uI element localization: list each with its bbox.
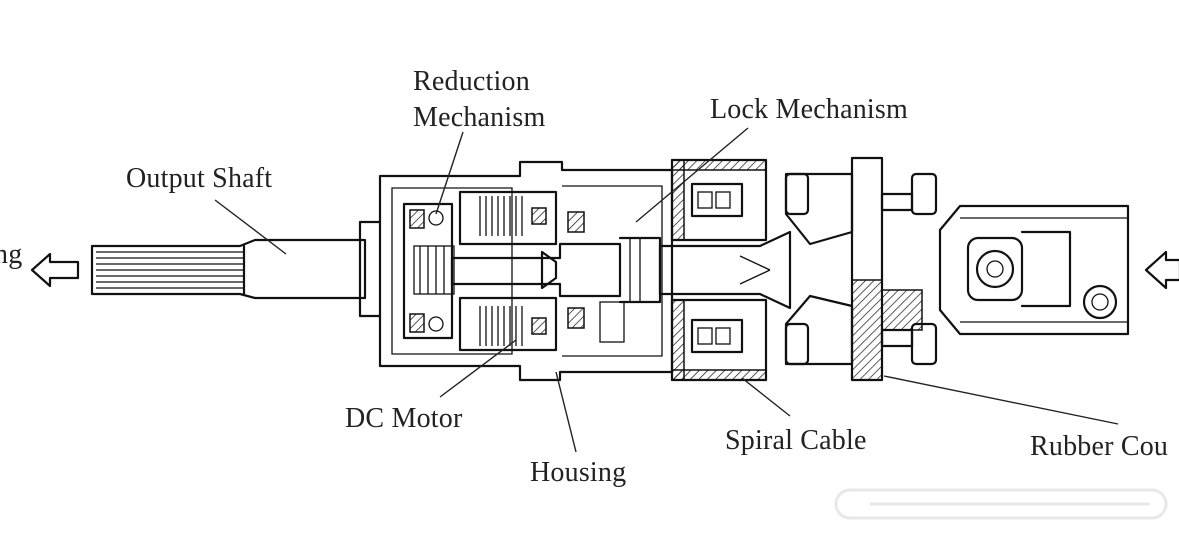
dc-motor-part xyxy=(458,190,558,352)
watermark-logo xyxy=(834,488,1168,520)
universal-joint-part xyxy=(784,156,938,382)
yoke-part xyxy=(938,204,1130,336)
label-rubber-coupling: Rubber Cou xyxy=(1030,431,1169,462)
label-spiral-cable: Spiral Cable xyxy=(725,425,867,456)
left-direction-arrow-icon xyxy=(30,252,80,288)
label-housing: Housing xyxy=(530,457,627,488)
lock-mechanism-part xyxy=(670,158,768,382)
reduction-mechanism-part xyxy=(402,202,455,340)
output-shaft-part xyxy=(90,238,367,300)
right-direction-arrow-icon xyxy=(1144,250,1179,290)
label-reduction-mechanism: Reduction Mechanism xyxy=(413,64,545,136)
housing-part xyxy=(358,160,674,382)
label-output-shaft: Output Shaft xyxy=(126,163,273,194)
leader-lines xyxy=(214,127,1119,453)
label-left-cut: ng xyxy=(0,239,23,270)
label-reduction-line1: Reduction xyxy=(413,66,530,97)
label-dc-motor: DC Motor xyxy=(345,403,463,434)
label-reduction-line2: Mechanism xyxy=(413,102,546,133)
label-lock-mechanism: Lock Mechanism xyxy=(710,94,908,125)
spiral-cable-part xyxy=(658,230,792,310)
